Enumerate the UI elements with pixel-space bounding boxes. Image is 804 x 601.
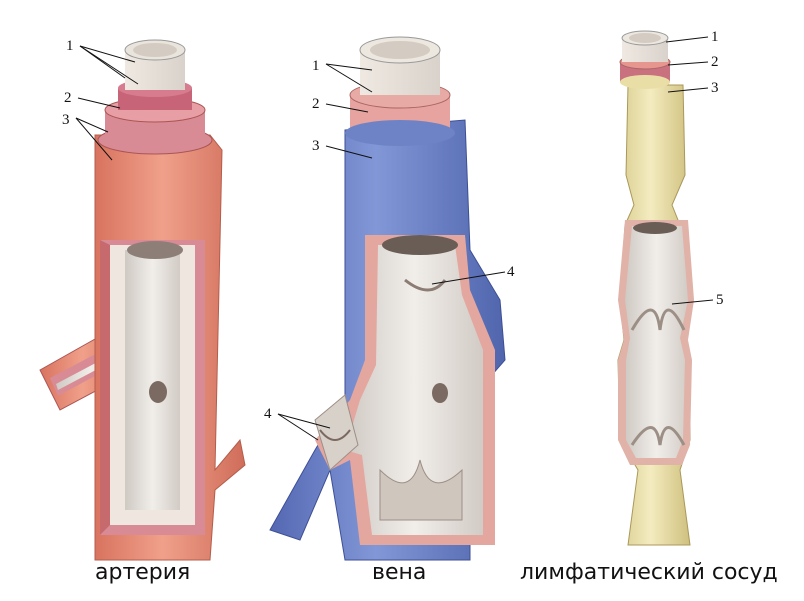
lymph-label-5: 5 [716, 292, 724, 308]
vein-label-4-branch: 4 [264, 406, 272, 422]
lymph-label-1: 1 [711, 29, 719, 45]
lymph-label-2: 2 [711, 54, 719, 70]
vein-label-1: 1 [312, 58, 320, 74]
vein-label-4-main: 4 [507, 264, 515, 280]
artery-illustration [40, 40, 245, 560]
vein-label-3: 3 [312, 138, 320, 154]
caption-lymph: лимфатический сосуд [520, 560, 778, 585]
vein-illustration [270, 37, 505, 560]
caption-artery: артерия [95, 560, 190, 585]
lymph-illustration [618, 31, 694, 545]
caption-vein: вена [372, 560, 426, 585]
artery-label-3: 3 [62, 112, 70, 128]
artery-label-1: 1 [66, 38, 74, 54]
lymph-label-3: 3 [711, 80, 719, 96]
artery-label-2: 2 [64, 90, 72, 106]
vein-label-2: 2 [312, 96, 320, 112]
